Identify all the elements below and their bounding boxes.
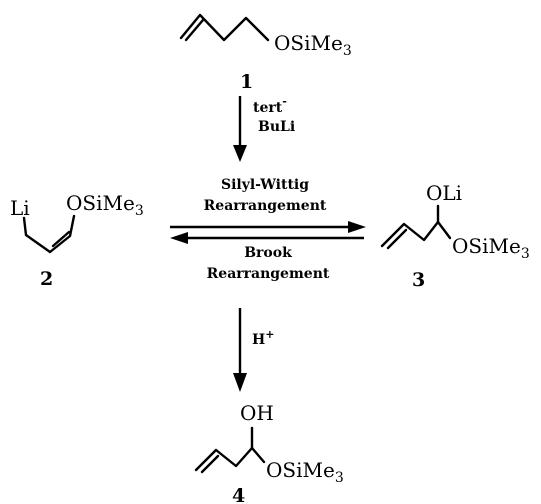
compound-2-group: OSiMe3 <box>66 191 144 219</box>
compound-4: OH OSiMe3 4 <box>194 401 344 504</box>
reagent-acid-label: H+ <box>252 328 274 348</box>
compound-1: OSiMe3 1 <box>179 13 352 93</box>
arrow-backward <box>170 232 364 244</box>
backward-reaction-label-1: Brook <box>244 245 292 261</box>
compound-2: Li OSiMe3 2 <box>10 191 144 290</box>
compound-1-double-bond <box>184 18 205 42</box>
compound-1-skeleton <box>179 13 270 42</box>
compound-2-double-bond <box>51 230 71 248</box>
compound-4-skeleton <box>194 446 254 472</box>
compound-3-osime-bond <box>436 220 452 240</box>
compound-4-number: 4 <box>232 485 245 504</box>
compound-3-double-bond <box>386 228 408 250</box>
compound-4-osime-bond <box>250 446 266 464</box>
arrow-down-2 <box>233 308 247 392</box>
compound-4-group: OSiMe3 <box>266 458 344 486</box>
compound-3-skeleton <box>380 220 440 248</box>
compound-3-number: 3 <box>412 269 425 291</box>
compound-3: OLi OSiMe3 3 <box>380 181 530 291</box>
arrow-down-1 <box>233 96 247 162</box>
arrow-forward <box>170 221 366 233</box>
reagent-buli-label: BuLi <box>258 119 295 135</box>
reagent-tert-label: tert- <box>253 95 287 116</box>
backward-reaction-label-2: Rearrangement <box>207 266 330 282</box>
compound-2-number: 2 <box>40 268 53 290</box>
compound-2-skeleton <box>22 214 76 254</box>
compound-1-group: OSiMe3 <box>274 31 352 59</box>
compound-4-double-bond <box>200 454 220 474</box>
compound-3-top: OLi <box>426 181 462 205</box>
compound-1-number: 1 <box>240 71 253 93</box>
forward-reaction-label-1: Silyl-Wittig <box>221 177 309 193</box>
compound-2-metal: Li <box>10 196 30 220</box>
compound-3-group: OSiMe3 <box>452 234 530 262</box>
forward-reaction-label-2: Rearrangement <box>204 198 327 214</box>
compound-4-top: OH <box>240 401 274 425</box>
